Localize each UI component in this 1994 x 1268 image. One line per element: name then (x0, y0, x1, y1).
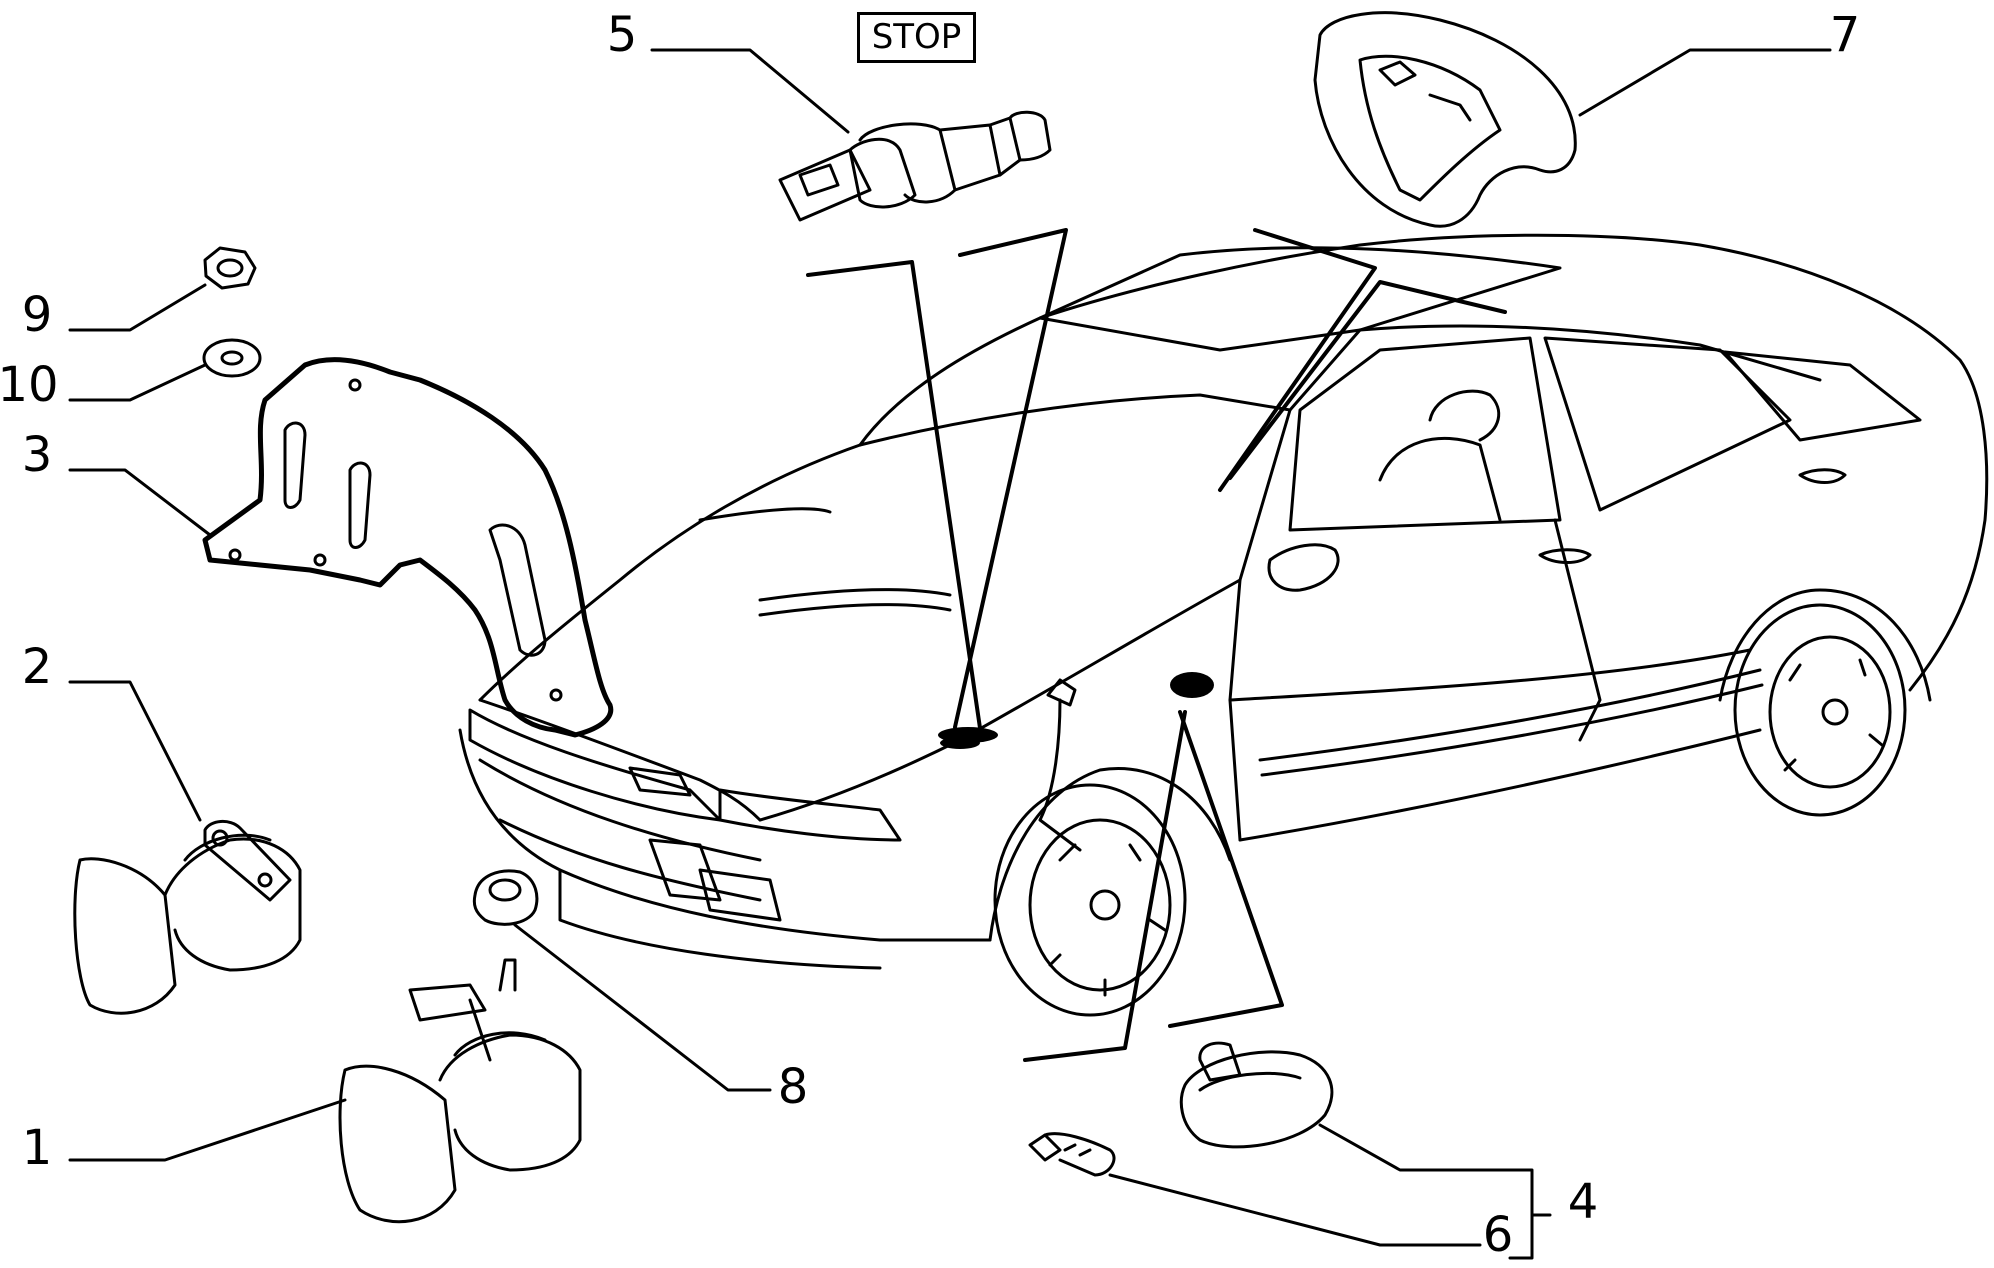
bulb-part-6 (1028, 1132, 1116, 1177)
location-marks (938, 672, 1214, 749)
horn-bracket-part (202, 357, 614, 738)
callout-2: 2 (21, 639, 53, 695)
stop-label: STOP (857, 12, 976, 63)
callout-6: 6 (1482, 1207, 1514, 1263)
leader-lines (68, 48, 1832, 1260)
callout-3: 3 (21, 427, 53, 483)
callout-7: 7 (1829, 7, 1861, 63)
stop-switch-part (778, 110, 1052, 222)
horn-pad-part (1313, 11, 1577, 228)
horn-part-1 (338, 958, 582, 1224)
location-brackets (806, 228, 1507, 1062)
nut-part-9 (203, 246, 257, 290)
callout-9: 9 (21, 287, 53, 343)
callout-4: 4 (1567, 1174, 1599, 1230)
callout-10: 10 (0, 357, 59, 413)
nut-part-8 (472, 869, 539, 926)
callout-8: 8 (777, 1059, 809, 1115)
callout-5: 5 (606, 7, 638, 63)
car-illustration (458, 233, 1989, 1017)
washer-part-10 (202, 338, 262, 378)
horn-part-2 (73, 820, 302, 1015)
side-repeater-part-4 (1179, 1041, 1334, 1149)
callout-1: 1 (21, 1120, 53, 1176)
